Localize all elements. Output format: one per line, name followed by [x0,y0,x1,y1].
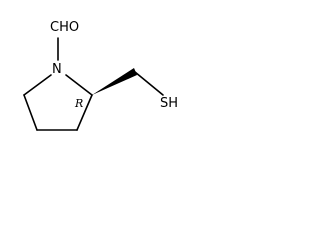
bond-c3-c2 [76,94,93,131]
bonds [23,37,93,131]
bond-c2-n [65,74,93,96]
nitrogen-atom-label: N [52,62,62,77]
molecule-structure: CHO N SH R [23,20,178,131]
bond-c5-c4 [23,94,38,131]
thiol-group-label: SH [160,96,178,111]
bond-n-c5 [23,74,52,96]
wedge-bond-c2-ch2 [92,68,137,95]
stereo-descriptor-label: R [74,97,83,110]
formyl-group-label: CHO [50,20,79,35]
bond-ch2-s [134,71,164,96]
